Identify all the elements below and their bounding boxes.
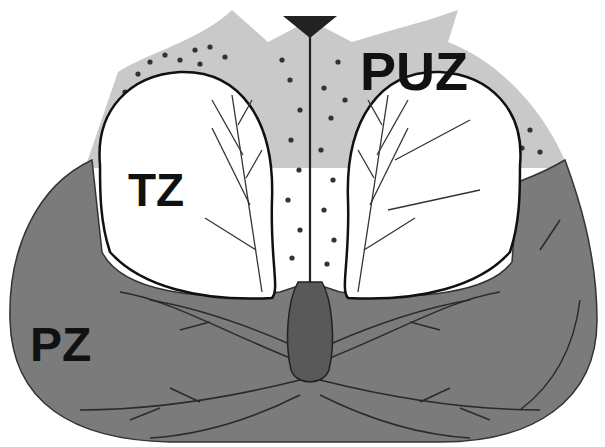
top-triangle <box>283 16 337 38</box>
zone-label: PUZ <box>360 44 468 98</box>
transition-zone-right <box>345 72 521 299</box>
zone-label: TZ <box>128 167 184 213</box>
transition-zone-left <box>100 72 276 299</box>
peripheral-ducts <box>80 220 580 438</box>
urethra <box>287 282 332 382</box>
zone-label: PZ <box>30 321 91 369</box>
center-line <box>309 30 311 285</box>
